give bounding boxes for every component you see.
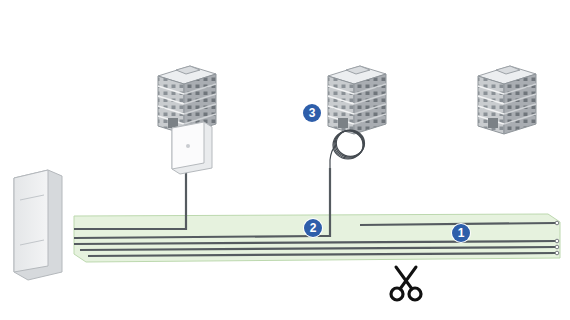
street-cabinet: [14, 170, 62, 280]
cable-coil: [330, 130, 365, 168]
wall-outlet-box: [172, 122, 212, 174]
scissors-icon: [391, 267, 421, 300]
building: [328, 66, 386, 134]
cables: [74, 168, 556, 256]
callout-number: 2: [304, 219, 322, 237]
building: [478, 66, 536, 134]
callout-number: 3: [303, 104, 321, 122]
cable-ends: [555, 221, 559, 255]
callout-number: 1: [452, 224, 470, 242]
